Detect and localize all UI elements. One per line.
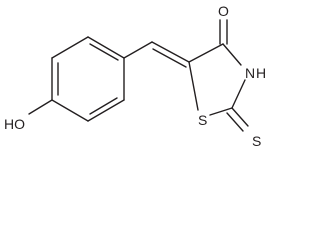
ring-sulfur-label: S <box>198 112 207 128</box>
ring-bond-c4-n3 <box>222 43 242 66</box>
aryl-methine-bond <box>123 41 153 59</box>
hydroxyl-bond <box>28 99 53 115</box>
ring-bond-n3-c2 <box>231 79 246 109</box>
ring-bond-top-right <box>87 36 125 59</box>
nh-hydrogen-label: H <box>256 65 266 81</box>
exocyclic-double-bond <box>151 41 190 63</box>
methylidene-bridge <box>123 41 190 68</box>
hydroxyl-label: HO <box>4 116 25 132</box>
ring-bond-c2-s1 <box>209 107 233 116</box>
ring-bond-s1-c5 <box>188 61 199 111</box>
phenol-ring <box>51 36 125 122</box>
oxygen-label: O <box>218 3 229 19</box>
thiazolidinone-ring <box>188 19 249 132</box>
ring-bond-bottom-left <box>51 99 89 122</box>
ring-inner-double-bond-top <box>89 43 119 61</box>
thione-double-bond-lower <box>226 112 244 132</box>
ring-bond-top-left <box>51 36 89 59</box>
ring-bond-c5-c4 <box>188 43 224 63</box>
ring-bond-bottom-right <box>87 99 125 122</box>
exocyclic-double-bond-second-line <box>152 48 187 68</box>
thione-double-bond-upper <box>231 107 249 127</box>
nitrogen-label: N <box>245 65 255 81</box>
chemical-structure-diagram: O H N S S HO <box>4 3 266 149</box>
thione-sulfur-label: S <box>252 133 261 149</box>
ring-inner-double-bond-bottom <box>89 97 118 115</box>
